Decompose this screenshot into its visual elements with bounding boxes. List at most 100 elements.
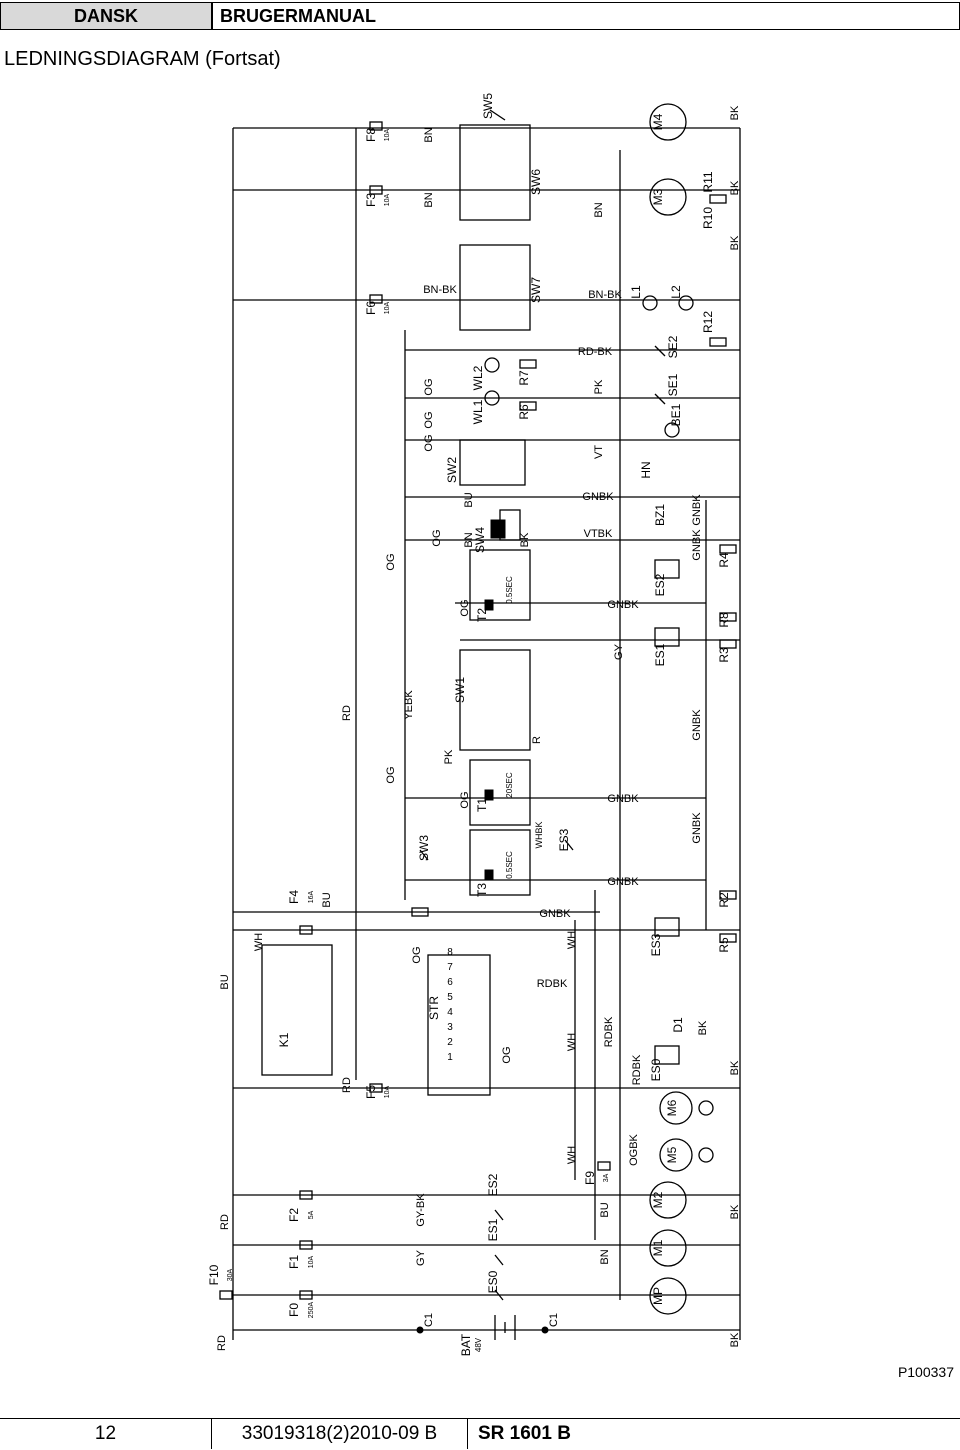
label-bu-2: BU: [599, 1202, 611, 1217]
label-r2: R2: [717, 892, 731, 908]
label-fuse-5a: 5A: [308, 1210, 315, 1219]
label-es2: ES2: [486, 1173, 500, 1196]
label-rdbk-3: RDBK: [631, 1054, 643, 1085]
label-sw7: SW7: [529, 277, 543, 303]
str-pos-3: 3: [447, 1022, 453, 1033]
label-rd-bk: RD-BK: [578, 346, 613, 358]
label-sec05-a: 0.5SEC: [505, 576, 514, 604]
label-bn-3: BN: [423, 127, 435, 142]
label-bn-1: BN: [599, 1249, 611, 1264]
label-bk-m3: BK: [729, 180, 741, 195]
label-hn: HN: [639, 461, 653, 478]
label-sw4: SW4: [473, 527, 487, 553]
str-pos-7: 7: [447, 962, 453, 973]
label-wh-2: WH: [566, 1033, 578, 1051]
label-es0-relay: ES0: [649, 1058, 663, 1081]
label-es0: ES0: [486, 1270, 500, 1293]
label-l2: L2: [669, 285, 683, 299]
label-bn-bk-2: BN-BK: [423, 284, 457, 296]
figure-reference: P100337: [897, 1364, 954, 1380]
str-pos-4: 4: [447, 1007, 453, 1018]
label-m1: M1: [651, 1239, 665, 1256]
footer-page-number: 12: [0, 1419, 212, 1449]
label-gy-bk: GY-BK: [415, 1193, 427, 1227]
label-og-9: OG: [411, 946, 423, 963]
label-ogbk: OGBK: [628, 1133, 640, 1165]
label-gnbk-3: GNBK: [607, 876, 639, 888]
label-r6: R6: [517, 404, 531, 420]
label-bz1: BZ1: [653, 504, 667, 526]
label-m5: M5: [665, 1146, 679, 1163]
str-pos-8: 8: [447, 947, 453, 958]
label-wire-rd-1: RD: [216, 1335, 228, 1351]
label-gy-2: GY: [613, 643, 625, 660]
label-og-10: OG: [501, 1046, 513, 1063]
label-m4: M4: [651, 113, 665, 130]
label-fuse-30a: 30A: [227, 1268, 234, 1281]
label-sw6: SW6: [529, 169, 543, 195]
label-bn-2: BN: [593, 202, 605, 217]
label-es3-switch: ES3: [557, 828, 571, 851]
label-og-3: OG: [423, 434, 435, 451]
label-f2: F2: [287, 1208, 301, 1222]
label-sec05-b: 0.5SEC: [505, 851, 514, 879]
label-sw1: SW1: [453, 677, 467, 703]
label-og-8: OG: [459, 791, 471, 808]
label-f10: F10: [207, 1264, 221, 1285]
label-be1: BE1: [669, 403, 683, 426]
label-yebk: YEBK: [403, 690, 415, 720]
wiring-diagram: RD F10 RD BU F0 F1 F2 F4 F5 F6 F3 F8 F9 …: [207, 93, 741, 1357]
label-fuse-250a: 250A: [308, 1302, 315, 1319]
label-gnbk-1: GNBK: [691, 812, 703, 844]
label-m3: M3: [651, 188, 665, 205]
label-t2: T2: [475, 608, 489, 622]
label-rd-2: RD: [219, 1214, 231, 1230]
label-f4: F4: [287, 890, 301, 904]
label-k1: K1: [277, 1032, 291, 1047]
label-sw3: SW3: [417, 835, 431, 861]
footer-model: SR 1601 B: [478, 1423, 571, 1444]
page-header: DANSK BRUGERMANUAL: [0, 0, 960, 34]
label-gnbk-6: GNBK: [539, 908, 571, 920]
label-bk-r10: BK: [729, 235, 741, 250]
label-fuse-10a-f6: 10A: [384, 301, 391, 314]
label-og-2: OG: [423, 411, 435, 428]
label-fuse-10a-f1: 10A: [308, 1255, 315, 1268]
label-bn-5: BN: [463, 532, 475, 547]
label-m6: M6: [665, 1099, 679, 1116]
label-gnbk-2: GNBK: [691, 709, 703, 741]
label-bn-4: BN: [423, 192, 435, 207]
footer-doc-number: 33019318(2)2010-09 B: [212, 1419, 468, 1449]
label-fuse-10a-f8: 10A: [384, 128, 391, 141]
label-f6: F6: [364, 301, 378, 315]
label-es3-relay: ES3: [649, 933, 663, 956]
label-gnbk-7: GNBK: [582, 491, 614, 503]
label-se2: SE2: [666, 335, 680, 358]
label-fuse-10a-f3: 10A: [384, 193, 391, 206]
label-es1-relay: ES1: [653, 643, 667, 666]
label-pk-2: PK: [593, 379, 605, 394]
label-f9: F9: [583, 1171, 597, 1185]
label-gnbk-5: GNBK: [607, 599, 639, 611]
label-r3: R3: [717, 647, 731, 663]
label-bk-m5: BK: [729, 1060, 741, 1075]
label-es2-relay: ES2: [653, 573, 667, 596]
label-r12: R12: [701, 311, 715, 333]
label-wl2: WL2: [471, 365, 485, 390]
label-pk-1: PK: [443, 749, 455, 764]
label-str: STR: [427, 996, 441, 1020]
label-og-5: OG: [385, 553, 397, 570]
label-r11: R11: [701, 171, 715, 192]
str-pos-1: 1: [447, 1052, 453, 1063]
label-bn-bk-1: BN-BK: [588, 289, 622, 301]
label-fuse-16a: 16A: [308, 890, 315, 903]
str-pos-2: 2: [447, 1037, 453, 1048]
label-bk-top: BK: [729, 105, 741, 120]
label-bat-v: 48V: [474, 1337, 483, 1352]
label-og-6: OG: [385, 766, 397, 783]
label-r5: R5: [717, 937, 731, 953]
label-fuse-10a-f5: 10A: [384, 1085, 391, 1098]
label-gnbk-8: GNBK: [691, 494, 703, 526]
label-m2: M2: [651, 1191, 665, 1208]
label-gy: GY: [415, 1249, 427, 1266]
